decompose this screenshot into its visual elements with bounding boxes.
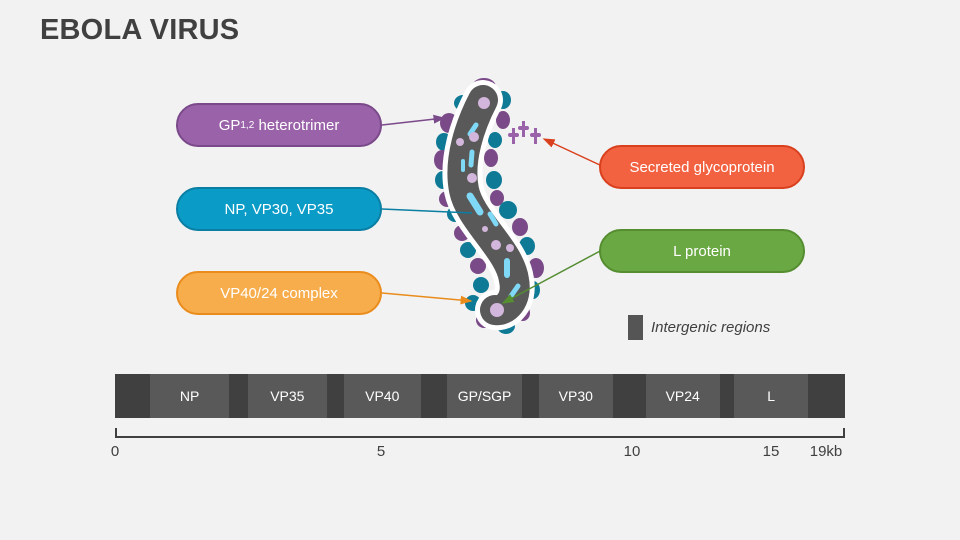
- gene-segment-vp24: VP24: [645, 374, 720, 418]
- gene-segment-vp35: VP35: [247, 374, 327, 418]
- intergenic-segment: [420, 374, 447, 418]
- intergenic-segment: [229, 374, 248, 418]
- label-gp-rest: heterotrimer: [254, 116, 340, 134]
- l-connector: [501, 249, 603, 304]
- genome-map: NP VP35 VP40 GP/SGP VP30 VP24 L: [115, 374, 845, 418]
- label-np-vp30-vp35: NP, VP30, VP35: [176, 187, 382, 231]
- intergenic-segment: [115, 374, 151, 418]
- np-connector: [381, 208, 473, 214]
- label-vp40-24-complex: VP40/24 complex: [176, 271, 382, 315]
- slide-title: EBOLA VIRUS: [40, 14, 240, 46]
- gene-segment-l: L: [734, 374, 809, 418]
- gene-segment-gp-sgp: GP/SGP: [446, 374, 523, 418]
- label-gp-subscript: 1,2: [240, 119, 255, 131]
- secreted-glycoprotein-icon: [508, 121, 541, 144]
- gene-segment-np: NP: [150, 374, 230, 418]
- intergenic-segment: [612, 374, 646, 418]
- legend: Intergenic regions: [628, 315, 770, 340]
- axis-tick-label: 10: [623, 443, 641, 460]
- axis-tick-label: 5: [376, 443, 386, 460]
- virus-inclusions: [456, 97, 521, 317]
- label-secreted-glycoprotein: Secreted glycoprotein: [599, 145, 805, 189]
- axis-tick-start: [115, 428, 117, 438]
- axis-tick-end: [843, 428, 845, 438]
- axis-tick-label: 15: [762, 443, 780, 460]
- vp40-connector: [381, 292, 473, 305]
- intergenic-segment: [326, 374, 344, 418]
- legend-label: Intergenic regions: [651, 319, 771, 336]
- axis-line: [115, 436, 845, 438]
- intergenic-segment: [808, 374, 845, 418]
- label-gp-main: GP: [218, 116, 241, 134]
- intergenic-segment: [522, 374, 539, 418]
- label-l-protein: L protein: [599, 229, 805, 273]
- legend-swatch-intergenic: [628, 315, 643, 340]
- axis-tick-label: 0: [110, 443, 120, 460]
- sgp-connector: [542, 138, 603, 167]
- gene-segment-vp30: VP30: [538, 374, 613, 418]
- genome-axis: [115, 428, 845, 438]
- intergenic-segment: [719, 374, 735, 418]
- gene-segment-vp40: VP40: [343, 374, 421, 418]
- axis-tick-label: 19kb: [809, 443, 843, 460]
- gp-connector: [381, 114, 446, 126]
